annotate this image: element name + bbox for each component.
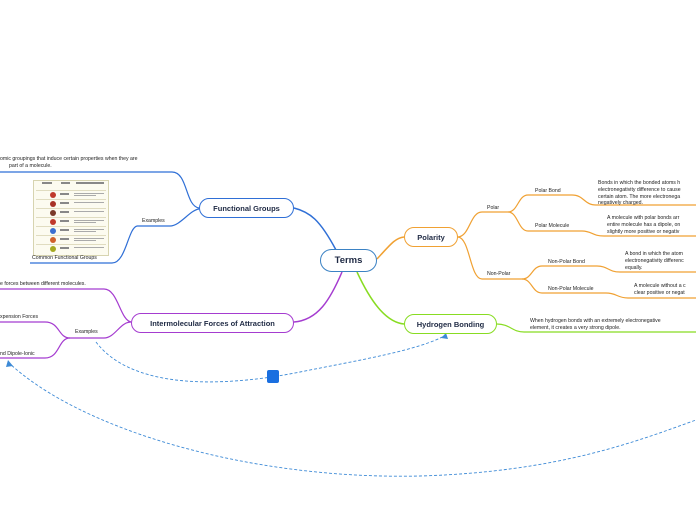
polar-bond-text-line-2: electronegativity difference to cause bbox=[598, 186, 681, 193]
functional-groups-table-image bbox=[33, 180, 109, 256]
topic-hydrogen-bonding[interactable]: Hydrogen Bonding bbox=[404, 314, 497, 334]
relationship-line-examples-to-hb bbox=[95, 334, 447, 383]
topic-polarity[interactable]: Polarity bbox=[404, 227, 458, 247]
polar-bond-text-line-3: certain atom. The more electronega bbox=[598, 193, 681, 200]
topic-functional-groups[interactable]: Functional Groups bbox=[199, 198, 294, 218]
relationship-control-handle[interactable] bbox=[267, 370, 279, 383]
central-topic[interactable]: Terms bbox=[320, 249, 377, 272]
imf-example-item-1[interactable]: xpension Forces bbox=[0, 314, 39, 320]
fg-examples-label[interactable]: Examples bbox=[142, 218, 165, 224]
nonpolar-molecule-text-line-2: clear positive or negat bbox=[634, 289, 685, 296]
polar-bond-connector bbox=[507, 194, 572, 213]
nonpolar-bond-text-line-3: equally. bbox=[625, 264, 643, 271]
imf-example-2-connector bbox=[0, 337, 71, 359]
imf-example-1-connector bbox=[0, 321, 71, 339]
polar-molecule-text-line-1: A molecule with polar bonds arr bbox=[607, 215, 680, 221]
relationship-line-long bbox=[7, 361, 696, 477]
branch-hydrogen-bonding bbox=[356, 271, 405, 325]
fg-definition-line-2: part of a molecule. bbox=[9, 162, 52, 169]
hb-text-line-2: element, it creates a very strong dipole… bbox=[530, 324, 621, 331]
hb-text-connector bbox=[496, 323, 696, 333]
nonpolar-bond-text-line-2: electronegativity differenc bbox=[625, 257, 684, 264]
imf-examples-label[interactable]: Examples bbox=[75, 329, 98, 335]
polar-bond-text-line-1: Bonds in which the bonded atoms h bbox=[598, 180, 681, 186]
polar-molecule-text-connector bbox=[581, 230, 696, 237]
relationship-arrowhead-left bbox=[6, 360, 13, 367]
nonpolar-molecule-label[interactable]: Non-Polar Molecule bbox=[548, 286, 594, 292]
polar-molecule-text-line-3: slightly more positive or negativ bbox=[607, 228, 680, 235]
nonpolar-bond-text-connector bbox=[596, 265, 696, 273]
fg-image-caption[interactable]: Common Functional Groups bbox=[32, 255, 97, 261]
nonpolar-molecule-connector bbox=[521, 278, 606, 294]
polar-bond-text-line-4: negatively charged. bbox=[598, 200, 643, 207]
nonpolar-connector bbox=[457, 236, 522, 280]
polar-bond-text-connector bbox=[571, 194, 696, 206]
topic-intermolecular-forces[interactable]: Intermolecular Forces of Attraction bbox=[131, 313, 294, 333]
imf-definition[interactable]: e forces between different molecules. bbox=[0, 281, 86, 287]
polar-bond-label[interactable]: Polar Bond bbox=[535, 188, 561, 194]
polar-molecule-text[interactable]: A molecule with polar bonds arr entire m… bbox=[607, 215, 696, 235]
fg-examples-connector bbox=[137, 208, 200, 227]
nonpolar-bond-label[interactable]: Non-Polar Bond bbox=[548, 259, 585, 265]
nonpolar-molecule-text[interactable]: A molecule without a c clear positive or… bbox=[634, 283, 696, 297]
nonpolar-bond-text-line-1: A bond in which the atom bbox=[625, 251, 683, 257]
fg-definition-line-1: omic groupings that induce certain prope… bbox=[0, 156, 138, 162]
nonpolar-label[interactable]: Non-Polar bbox=[487, 271, 511, 277]
polar-connector bbox=[457, 211, 508, 238]
branch-intermolecular bbox=[293, 271, 343, 323]
imf-example-item-2[interactable]: nd Dipole-Ionic bbox=[0, 351, 35, 357]
relationship-arrowhead bbox=[441, 333, 448, 339]
hb-text-line-1: When hydrogen bonds with an extremely el… bbox=[530, 318, 661, 324]
imf-examples-connector bbox=[70, 321, 132, 339]
polar-label[interactable]: Polar bbox=[487, 205, 500, 211]
nonpolar-molecule-text-line-1: A molecule without a c bbox=[634, 283, 686, 289]
hb-text[interactable]: When hydrogen bonds with an extremely el… bbox=[530, 318, 696, 332]
fg-definition-connector bbox=[0, 171, 200, 209]
nonpolar-bond-connector bbox=[521, 265, 597, 280]
polar-molecule-label[interactable]: Polar Molecule bbox=[535, 223, 570, 229]
nonpolar-molecule-text-connector bbox=[605, 292, 696, 299]
fg-definition[interactable]: omic groupings that induce certain prope… bbox=[0, 156, 175, 170]
polar-molecule-connector bbox=[507, 211, 582, 232]
imf-definition-connector bbox=[0, 288, 132, 323]
branch-functional-groups bbox=[293, 207, 337, 251]
fg-image-connector bbox=[30, 225, 138, 264]
nonpolar-bond-text[interactable]: A bond in which the atom electronegativi… bbox=[625, 251, 696, 271]
branch-polarity bbox=[376, 236, 405, 260]
polar-bond-text[interactable]: Bonds in which the bonded atoms h electr… bbox=[598, 180, 696, 207]
polar-molecule-text-line-2: entire molecule has a dipole, on bbox=[607, 221, 681, 228]
